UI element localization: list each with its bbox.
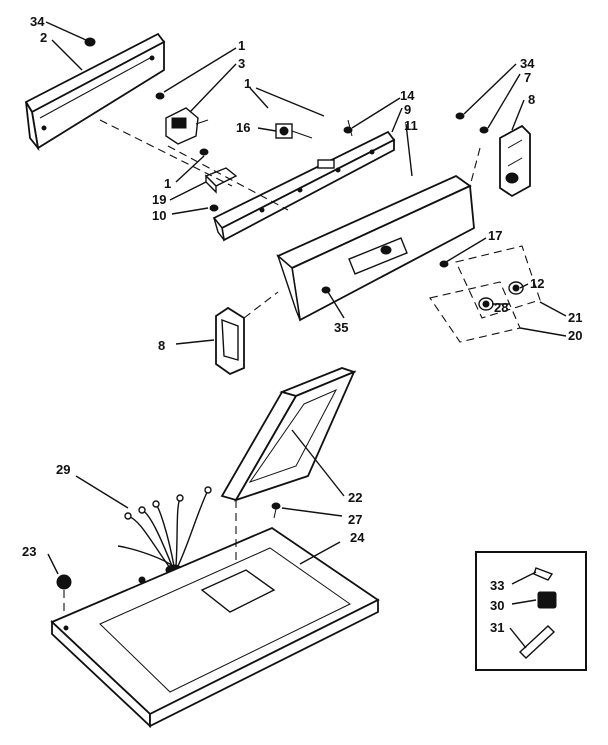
callout-35: 35 [334, 320, 348, 335]
callout-23: 23 [22, 544, 36, 559]
callout-30: 30 [490, 598, 504, 613]
screw-27 [271, 502, 281, 519]
callout-7: 7 [524, 70, 531, 85]
callout-14: 14 [400, 88, 415, 103]
callout-31: 31 [490, 620, 504, 635]
callout-labels: 34 2 1 3 1 14 9 11 16 34 7 8 1 19 10 17 … [22, 14, 582, 635]
callout-2: 2 [40, 30, 47, 45]
callout-3: 3 [238, 56, 245, 71]
callout-34: 34 [30, 14, 45, 29]
leader-lines [45, 21, 567, 649]
callout-28: 28 [494, 300, 508, 315]
callout-24: 24 [350, 530, 365, 545]
callout-16: 16 [236, 120, 250, 135]
screw-10 [209, 204, 219, 212]
callout-10: 10 [152, 208, 166, 223]
filter-door-part [220, 367, 357, 502]
screw-34-top-left [84, 37, 96, 47]
control-rail-part [212, 119, 396, 242]
callout-11: 11 [404, 118, 418, 133]
callout-1: 1 [244, 76, 251, 91]
knob-part-28 [478, 297, 494, 311]
callout-12: 12 [530, 276, 544, 291]
callout-1: 1 [238, 38, 245, 53]
callout-19: 19 [152, 192, 166, 207]
knob-part-12 [508, 281, 524, 295]
bracket-part-16 [275, 123, 313, 139]
plug-part-23 [56, 574, 72, 590]
callout-22: 22 [348, 490, 362, 505]
callout-33: 33 [490, 578, 504, 593]
end-cap-right-part [455, 112, 531, 198]
callout-9: 9 [404, 102, 411, 117]
callout-21: 21 [568, 310, 582, 325]
callout-8: 8 [528, 92, 535, 107]
control-housing-part [276, 174, 475, 322]
callout-20: 20 [568, 328, 582, 343]
clip-part-19 [199, 148, 238, 194]
top-panel-part [50, 526, 380, 729]
rear-panel-part [24, 32, 166, 152]
callout-17: 17 [488, 228, 502, 243]
knob-group-boxes [429, 245, 541, 343]
callout-34: 34 [520, 56, 535, 71]
callout-29: 29 [56, 462, 70, 477]
callout-27: 27 [348, 512, 362, 527]
callout-8: 8 [158, 338, 165, 353]
callout-1: 1 [164, 176, 171, 191]
inset-box [475, 551, 587, 671]
timer-switch-part [155, 92, 209, 145]
alignment-lines [63, 119, 481, 612]
end-cap-left-part [215, 306, 245, 376]
